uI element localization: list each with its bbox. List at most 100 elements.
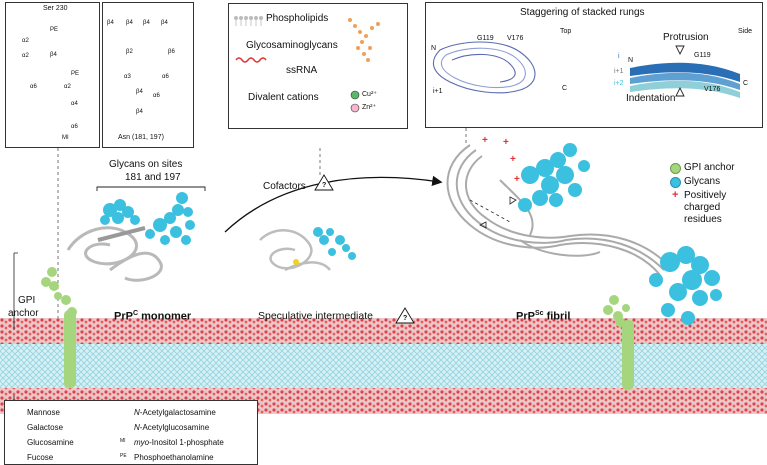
question-mark-intermediate: ? — [403, 315, 408, 322]
glcnac-prefix: N — [134, 423, 140, 432]
p2-linkage-b4-3: β4 — [143, 20, 150, 26]
side-n: N — [628, 57, 634, 64]
p2-linkage-b4-5: β4 — [136, 89, 143, 95]
legend-gpi-dot — [670, 163, 681, 174]
stagger-side-view — [630, 62, 740, 98]
p2-linkage-b6: β6 — [168, 49, 175, 55]
side-i2: i+2 — [614, 80, 624, 87]
linkage-a6: α6 — [30, 84, 37, 90]
legend-gpi-label: GPI anchor — [684, 162, 735, 173]
protrusion-marker — [675, 45, 685, 56]
gpi-anchor-line1: GPI — [18, 295, 36, 306]
positive-charge-marks: + + + + — [482, 135, 520, 185]
glycan-sites-line2: 181 and 197 — [125, 172, 181, 183]
panel-gpi-glycan — [5, 2, 100, 148]
svg-text:+: + — [503, 137, 509, 148]
question-mark-cofactors: ? — [322, 182, 327, 189]
prpc-rest: monomer — [138, 310, 192, 323]
legend-galactose: Galactose — [27, 423, 64, 432]
glcnac-rest: -Acetylglucosamine — [139, 423, 210, 432]
indentation-label: Indentation — [626, 93, 676, 104]
legend-positive-3: residues — [684, 214, 722, 225]
glycan-bracket — [96, 186, 206, 191]
cu-icon — [350, 90, 360, 100]
svg-text:+: + — [514, 174, 520, 185]
conversion-arrow — [224, 175, 443, 233]
prpsc-main: PrP — [516, 310, 535, 323]
glycosaminoglycan-icon — [348, 18, 380, 62]
phospholipid-icon — [234, 16, 263, 26]
panel-cofactors — [228, 3, 408, 129]
prpc-glycans — [100, 192, 195, 245]
question-triangle-cofactors — [314, 174, 334, 191]
svg-text:+: + — [510, 154, 516, 165]
inositol-rest: -Inositol 1-phosphate — [149, 438, 224, 447]
intermediate-yellow — [293, 259, 299, 265]
prpsc-rest: fibril — [543, 310, 571, 323]
gpi-anchor-right — [603, 295, 634, 390]
stagger-title: Staggering of stacked rungs — [520, 7, 645, 18]
stagger-n: N — [431, 45, 437, 52]
stagger-top-view — [432, 41, 536, 94]
side-i1: i+1 — [614, 68, 624, 75]
linkage-a2-3: α2 — [64, 84, 71, 90]
prpc-ribbon — [66, 226, 163, 282]
membrane-bilayer — [0, 318, 767, 414]
prpc-title: PrPC monomer — [114, 310, 191, 323]
pe-label-top: PE — [50, 27, 59, 33]
linkage-a2-1: α2 — [22, 38, 29, 44]
gpi-bracket — [13, 252, 18, 330]
p2-linkage-a3: α3 — [124, 74, 131, 80]
indentation-marker — [675, 86, 685, 97]
linkage-a6-2: α6 — [71, 124, 78, 130]
zn-icon — [350, 103, 360, 113]
stagger-i1: i+1 — [433, 88, 443, 95]
legend-plus: + — [672, 189, 679, 201]
ser-label: Ser 230 — [43, 5, 68, 12]
mi-label: MI — [62, 135, 69, 141]
legend-glcnac: N-Acetylglucosamine — [134, 424, 209, 432]
asn-label: Asn (181, 197) — [118, 134, 164, 141]
glycan-sites-line1: Glycans on sites — [109, 159, 183, 170]
legend-pe: Phosphoethanolamine — [134, 453, 214, 462]
legend-mannose: Mannose — [27, 408, 60, 417]
legend-glycan-label: Glycans — [684, 176, 721, 187]
gpi-anchor-left — [41, 267, 77, 388]
stagger-v176: V176 — [507, 35, 524, 42]
cu-label: Cu²⁺ — [362, 91, 377, 98]
legend-fucose: Fucose — [27, 453, 54, 462]
side-c: C — [743, 80, 749, 87]
svg-text:+: + — [482, 135, 488, 146]
cofactors-label: Cofactors — [263, 181, 306, 192]
legend-galnac: N-Acetylgalactosamine — [134, 409, 216, 417]
ssrna-label: ssRNA — [286, 65, 318, 76]
legend-glucosamine: Glucosamine — [27, 438, 74, 447]
legend-positive-2: charged — [684, 202, 721, 213]
legend-inositol: myo-Inositol 1-phosphate — [134, 439, 224, 447]
prpsc-glycans-bottom — [649, 246, 722, 325]
prpc-sup: C — [132, 310, 139, 317]
inositol-prefix: myo — [134, 438, 150, 447]
p2-linkage-a6: α6 — [162, 74, 169, 80]
linkage-a4: α4 — [71, 101, 78, 107]
question-triangle-intermediate — [395, 307, 415, 324]
protrusion-label: Protrusion — [663, 32, 709, 43]
p2-linkage-b4-6: β4 — [136, 109, 143, 115]
galnac-rest: -Acetylgalactosamine — [139, 408, 216, 417]
intermediate-ribbon — [259, 229, 331, 272]
fibril-marker-right — [509, 196, 517, 205]
panel-stagger — [425, 2, 763, 128]
panel-n-glycan — [102, 2, 194, 148]
gpi-anchor-line2: anchor — [8, 308, 39, 319]
side-v176: V176 — [704, 86, 721, 93]
zn-label: Zn²⁺ — [362, 104, 377, 111]
p2-linkage-b2: β2 — [126, 49, 133, 55]
prpsc-glycans-top — [518, 143, 590, 212]
p2-linkage-a6-fucose: α6 — [153, 93, 160, 99]
divalent-label: Divalent cations — [248, 92, 319, 103]
prpsc-sup: Sc — [534, 310, 544, 317]
side-i: i — [618, 53, 620, 60]
stagger-c: C — [562, 85, 568, 92]
ssrna-icon — [235, 57, 267, 63]
phospholipids-label: Phospholipids — [266, 13, 329, 24]
